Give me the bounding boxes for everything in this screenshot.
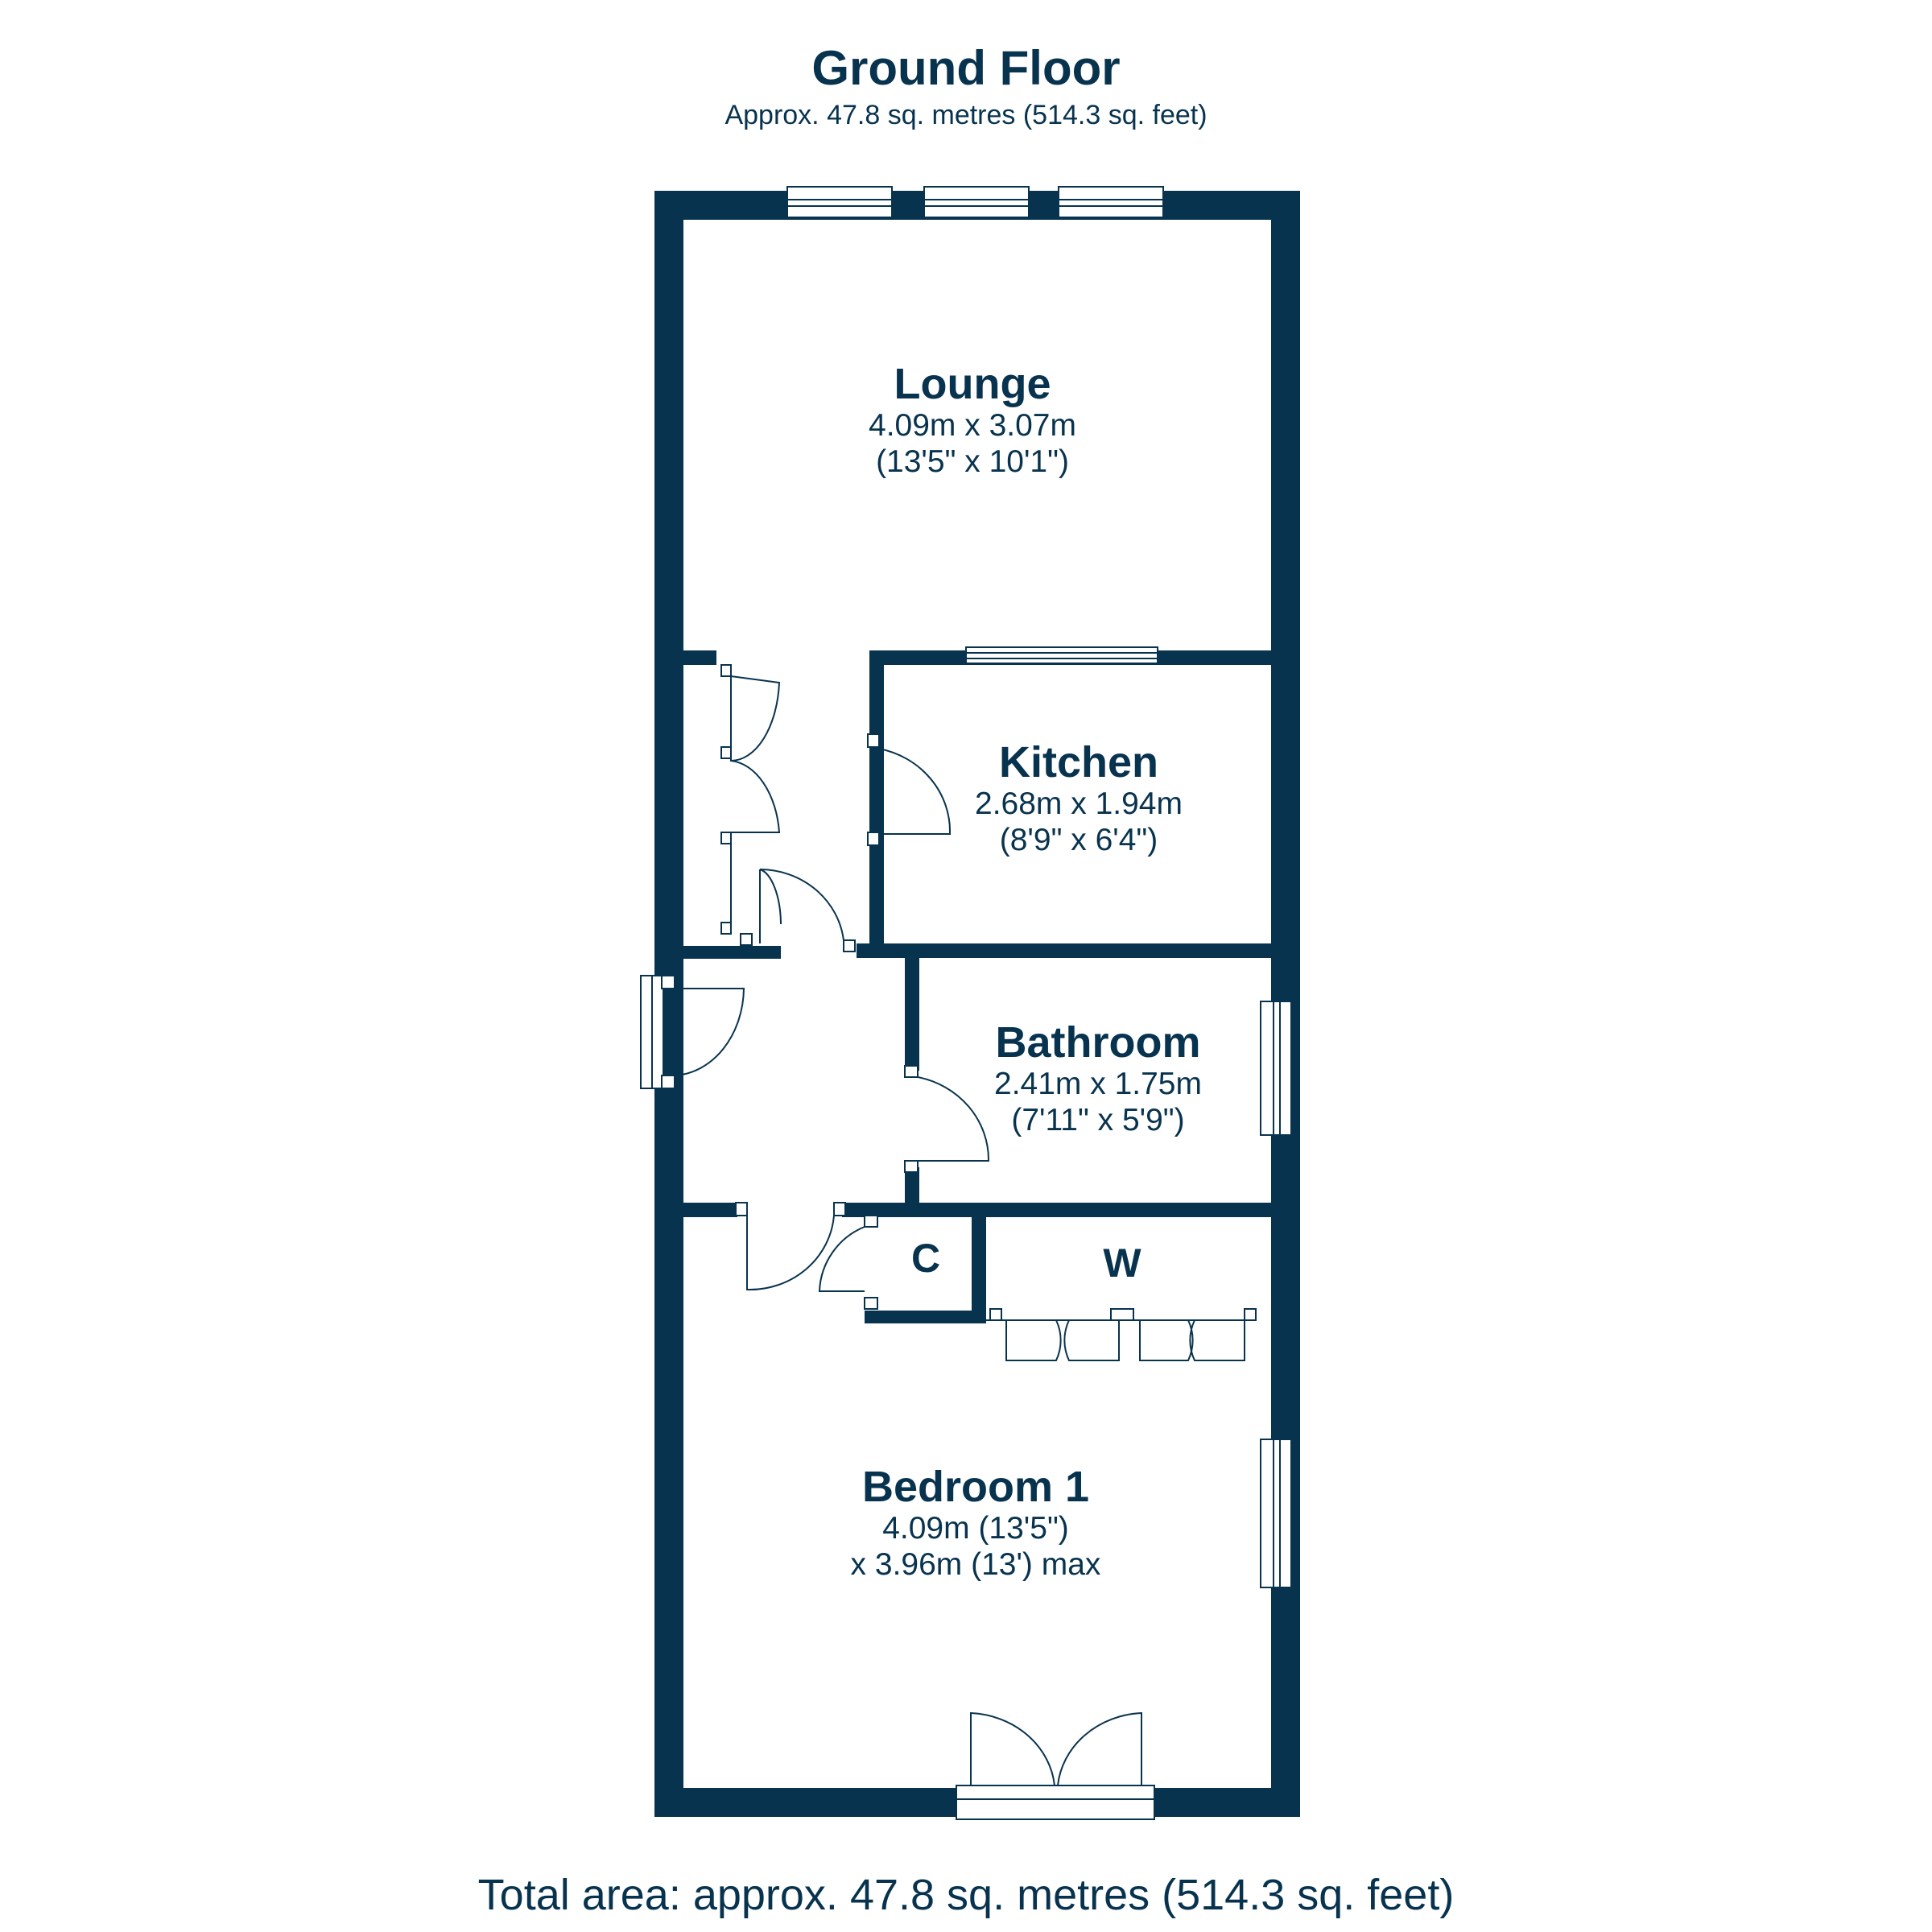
door-swing-bathroom xyxy=(917,1076,990,1162)
door-jamb xyxy=(843,939,856,952)
door-jamb xyxy=(864,1215,878,1228)
room-bathroom: Bathroom 2.41m x 1.75m (7'11" x 5'9") xyxy=(994,1019,1202,1138)
floor-title: Ground Floor xyxy=(811,41,1121,95)
cupboard-label: C xyxy=(910,1236,941,1281)
door-jamb xyxy=(867,733,880,748)
window-lounge-1 xyxy=(786,186,893,218)
wall-bathroom-bedroom xyxy=(842,1203,1288,1217)
door-jamb xyxy=(720,664,732,677)
door-swing-wardrobe-4 xyxy=(1189,1319,1245,1361)
window-bedroom xyxy=(1260,1439,1292,1588)
door-swing-wardrobe-1 xyxy=(1005,1319,1062,1361)
door-swing-french-right xyxy=(1057,1711,1142,1786)
room-lounge-name: Lounge xyxy=(894,360,1051,408)
door-swing-wardrobe-3 xyxy=(1139,1319,1194,1361)
door-jamb xyxy=(1110,1308,1134,1321)
wall-cupboards xyxy=(668,946,781,959)
door-swing-hall xyxy=(759,869,844,943)
wall-bathroom-west xyxy=(905,950,919,1071)
door-swing-entrance xyxy=(674,988,745,1077)
room-lounge: Lounge 4.09m x 3.07m (13'5" x 10'1") xyxy=(869,361,1076,480)
door-swing-cupboard-1 xyxy=(730,675,781,762)
room-bathroom-name: Bathroom xyxy=(995,1018,1201,1067)
room-lounge-imperial: (13'5" x 10'1") xyxy=(876,444,1069,479)
room-lounge-metric: 4.09m x 3.07m xyxy=(869,408,1076,443)
door-jamb xyxy=(867,832,880,846)
door-jamb xyxy=(1244,1308,1257,1321)
window-lines xyxy=(651,199,1281,1800)
window-bathroom xyxy=(1260,1001,1292,1136)
door-jamb xyxy=(661,975,675,989)
window-kitchen xyxy=(965,646,1158,664)
room-bedroom1-dim1: 4.09m (13'5") xyxy=(882,1511,1069,1546)
door-jamb xyxy=(989,1308,1002,1321)
door-swing-cupboard-2-arc xyxy=(730,760,781,833)
floor-area-subtitle: Approx. 47.8 sq. metres (514.3 sq. feet) xyxy=(724,100,1208,130)
door-jamb xyxy=(735,1202,748,1216)
wall-hall-stub-lower xyxy=(668,1203,737,1217)
doors xyxy=(661,664,1257,1786)
door-jamb xyxy=(833,1202,846,1216)
wall-c-east xyxy=(972,1203,986,1323)
door-jamb xyxy=(904,1065,919,1078)
door-jamb xyxy=(720,832,732,844)
door-jamb xyxy=(864,1297,878,1310)
wall-bathroom-west-lower xyxy=(905,1167,919,1206)
room-kitchen-imperial: (8'9" x 6'4") xyxy=(999,823,1158,857)
door-swing-hall-inner xyxy=(759,869,782,925)
door-swing-kitchen xyxy=(878,748,952,835)
door-swing-bedroom xyxy=(746,1215,835,1291)
wall-hall-stub-upper xyxy=(668,650,716,665)
room-bedroom1: Bedroom 1 4.09m (13'5") x 3.96m (13') ma… xyxy=(851,1463,1101,1583)
room-kitchen-metric: 2.68m x 1.94m xyxy=(975,786,1183,821)
window-lounge-2 xyxy=(923,186,1030,218)
room-bathroom-imperial: (7'11" x 5'9") xyxy=(1011,1103,1185,1137)
room-bedroom1-dim2: x 3.96m (13') max xyxy=(850,1547,1101,1582)
door-jamb xyxy=(904,1160,919,1173)
door-swing-wardrobe-2 xyxy=(1063,1319,1120,1361)
room-kitchen: Kitchen 2.68m x 1.94m (8'9" x 6'4") xyxy=(975,739,1183,858)
total-area: Total area: approx. 47.8 sq. metres (514… xyxy=(477,1871,1455,1919)
door-jamb xyxy=(661,1075,675,1089)
door-jamb xyxy=(720,922,732,935)
wall-kitchen-west xyxy=(869,650,884,950)
door-swing-french-left xyxy=(970,1711,1055,1786)
french-door-frame xyxy=(956,1785,1155,1820)
window-lounge-3 xyxy=(1058,186,1164,218)
room-bedroom1-name: Bedroom 1 xyxy=(861,1463,1090,1511)
door-jamb xyxy=(720,746,732,759)
wall-c-south xyxy=(865,1311,986,1323)
door-jamb xyxy=(740,933,753,946)
door-swing-c xyxy=(818,1226,865,1292)
room-kitchen-name: Kitchen xyxy=(998,738,1159,786)
room-bathroom-metric: 2.41m x 1.75m xyxy=(994,1067,1202,1101)
wardrobe-label: W xyxy=(1103,1241,1141,1286)
wall-kitchen-bathroom xyxy=(857,943,1288,958)
